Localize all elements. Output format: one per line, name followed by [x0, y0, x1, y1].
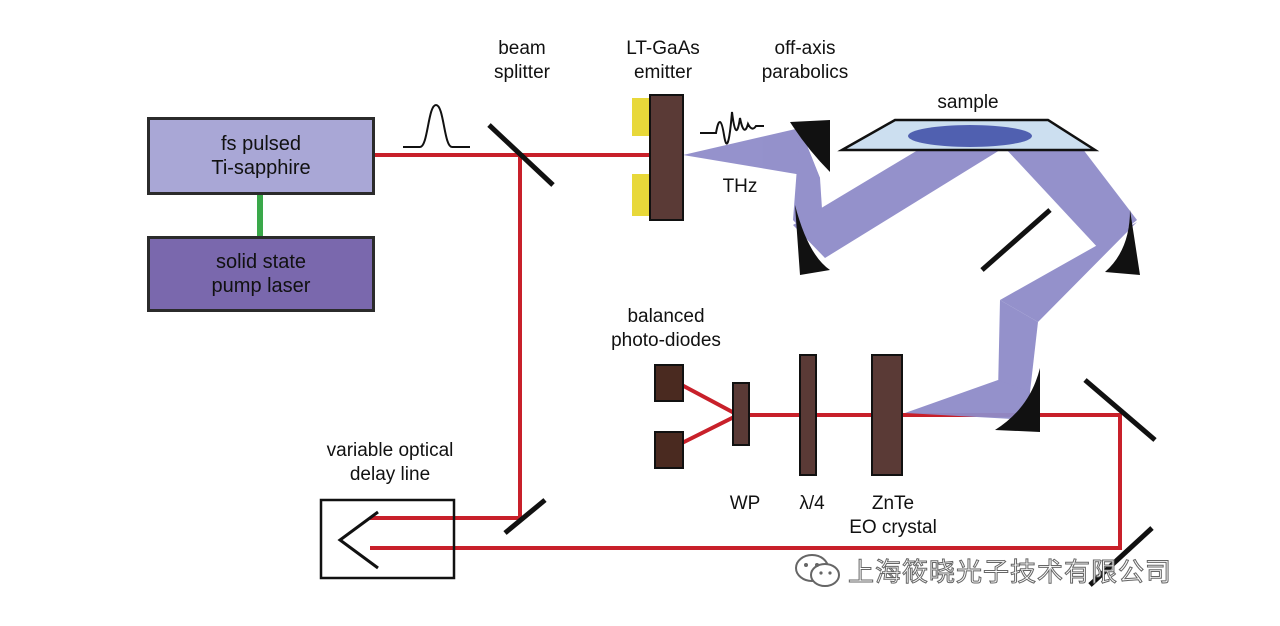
ti-sapphire-laser: fs pulsed Ti-sapphire: [147, 117, 375, 195]
delay-input-mirror: [503, 498, 547, 535]
thz-focusing-beam: [905, 380, 1030, 420]
probe-corner-mirror-top: [1083, 378, 1157, 442]
wp-label: WP: [729, 493, 761, 514]
emitter-label: LT-GaAs emitter: [626, 38, 700, 83]
photodiode-bottom: [654, 431, 684, 469]
photodiode-beam-bottom: [677, 413, 739, 447]
photodiode-beam-top: [677, 381, 739, 417]
wechat-icon: [795, 554, 840, 587]
emitter-contact-bottom: [632, 174, 649, 216]
thz-beam-paths: [683, 128, 1137, 420]
lt-gaas-emitter: [649, 94, 684, 221]
photodiode-top: [654, 364, 684, 402]
delay-line-frame: [319, 498, 456, 580]
retroreflector: [337, 510, 379, 570]
emitter-contact-top: [632, 98, 649, 136]
photodiodes-label: balanced photo-diodes: [611, 306, 721, 351]
parabolic-mirrors: [790, 120, 1140, 432]
parabolic-mirror-2: [795, 205, 830, 275]
optical-pulse-icon: [403, 103, 470, 148]
sample-spot: [908, 125, 1032, 147]
solid-state-pump-laser: solid state pump laser: [147, 236, 375, 312]
znte-label: ZnTe EO crystal: [849, 493, 937, 538]
thz-vertical-beam-2: [998, 300, 1038, 392]
mirrors: [487, 123, 1157, 587]
thz-flat-mirror: [980, 208, 1052, 272]
quarter-wave-label: λ/4: [799, 493, 825, 514]
thz-diagonal-return: [1000, 222, 1137, 322]
beam-splitter-label: beam splitter: [494, 38, 550, 83]
wollaston-prism: [732, 382, 750, 446]
probe-corner-mirror-bottom: [1088, 526, 1154, 587]
beam-splitter-mirror: [487, 123, 555, 187]
thz-label: THz: [722, 176, 758, 197]
parabolic-mirror-4: [995, 368, 1040, 432]
parabolics-label: off-axis parabolics: [761, 38, 849, 83]
parabolic-mirror-3: [1105, 210, 1140, 275]
thz-from-sample-beam: [1005, 148, 1137, 250]
znte-eo-crystal: [871, 354, 903, 476]
sample-label: sample: [937, 92, 999, 113]
delay-return-beam: [370, 413, 1122, 550]
thz-to-sample-beam: [793, 150, 1000, 258]
delay-line-label: variable optical delay line: [326, 440, 454, 485]
parabolic-mirror-1: [790, 120, 830, 172]
quarter-wave-plate: [799, 354, 817, 476]
thz-diverging-beam: [683, 128, 820, 178]
watermark-text: 上海筱晓光子技术有限公司: [847, 558, 1173, 589]
thz-pulse-icon: [700, 111, 764, 145]
